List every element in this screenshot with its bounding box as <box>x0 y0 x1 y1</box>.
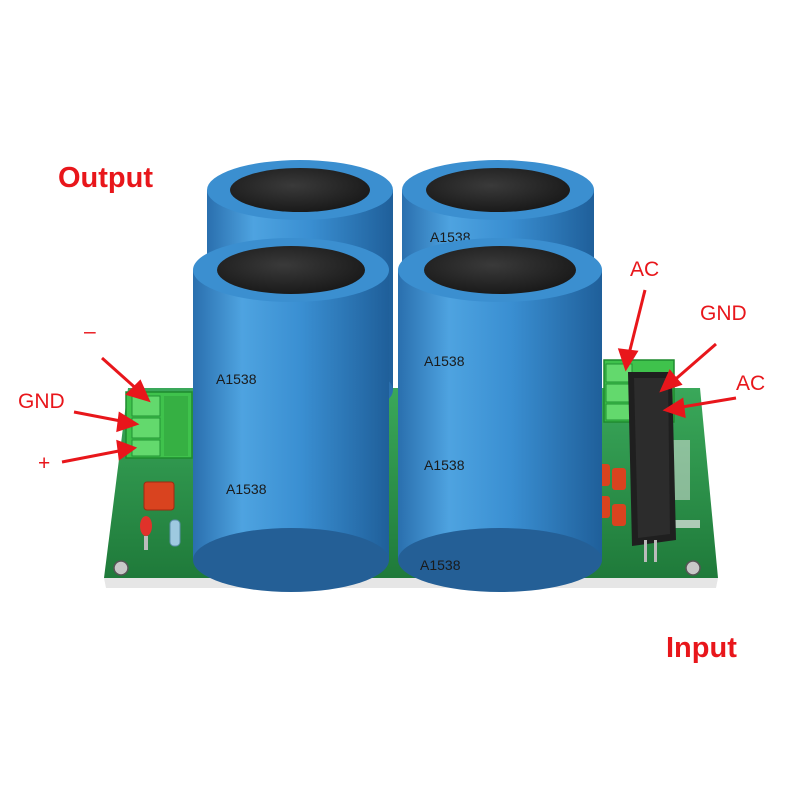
arrow-ac-top <box>617 289 647 372</box>
capacitor-front-left: A1538 A1538 <box>193 238 389 592</box>
plus-label: + <box>38 452 51 475</box>
minus-label: – <box>84 320 96 343</box>
capacitor-print: A1538 <box>216 371 257 387</box>
capacitor-front-right: A1538 A1538 A1538 <box>398 238 602 592</box>
led <box>140 516 152 550</box>
capacitor-print: A1538 <box>420 557 461 573</box>
resistor <box>169 519 181 547</box>
bridge-rectifier <box>628 372 676 562</box>
gnd-right-label: GND <box>700 302 747 325</box>
gnd-left-label: GND <box>18 390 65 413</box>
arrow-ac-bottom <box>662 396 737 419</box>
arrow-gnd-right <box>659 342 717 393</box>
output-label: Output <box>58 162 154 194</box>
film-capacitor <box>143 481 175 511</box>
ac-bottom-label: AC <box>736 372 766 395</box>
annotation-arrows <box>61 289 737 464</box>
arrow-plus <box>61 439 138 464</box>
ac-top-label: AC <box>630 258 660 281</box>
capacitor-print: A1538 <box>424 457 465 473</box>
arrow-minus <box>100 356 151 403</box>
arrow-gnd-left <box>73 410 140 433</box>
input-label: Input <box>666 632 737 664</box>
capacitor-print: A1538 <box>424 353 465 369</box>
capacitor-print: A1538 <box>226 481 267 497</box>
